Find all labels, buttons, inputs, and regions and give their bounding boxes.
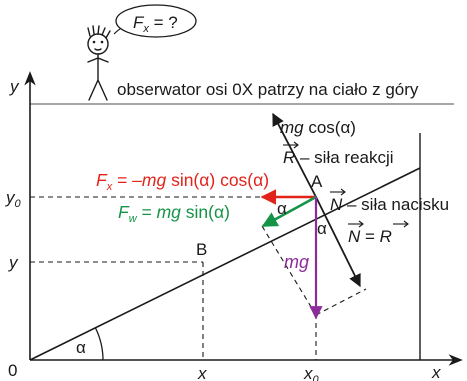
fw-force-arrow: [261, 195, 317, 228]
reaction-label: R – siła reakcji: [283, 141, 394, 167]
base-angle-label: α: [76, 338, 86, 357]
point-b-label: B: [196, 240, 207, 259]
mg-cos-label: mg cos(α): [280, 118, 356, 137]
origin-label: 0: [8, 361, 17, 380]
fx-label: Fx = –mg sin(α) cos(α): [96, 170, 269, 193]
y-axis-label: y: [9, 77, 20, 96]
tick-x0: x0: [303, 364, 320, 381]
observer-head: [87, 33, 109, 55]
angle-at-a-left: α: [277, 199, 287, 218]
base-angle-arc: [94, 327, 104, 361]
bubble-f: F: [133, 13, 145, 32]
point-a-label: A: [311, 172, 323, 191]
observer-caption: obserwator osi 0X patrzy na ciało z góry: [117, 80, 419, 99]
observer-figure: [87, 25, 111, 101]
observer-body: [87, 53, 109, 101]
fw-label: Fw = mg sin(α): [118, 202, 230, 225]
angle-at-a-lower: α: [317, 219, 327, 238]
svg-text:R – siła reakcji: R – siła reakcji: [283, 148, 394, 167]
incline-surface: [29, 167, 421, 361]
x-axis-label: x: [431, 363, 441, 381]
svg-text:N = R: N = R: [348, 227, 392, 246]
n-equals-r-label: N = R: [348, 220, 409, 246]
tick-y0: y0: [5, 188, 22, 210]
normal-force-arrow: [315, 196, 361, 288]
normal-label: N – siła nacisku: [330, 188, 449, 214]
svg-text:Fx = ?: Fx = ?: [133, 13, 178, 35]
tick-y: y: [8, 253, 19, 272]
bubble-sub: x: [142, 23, 149, 35]
svg-text:N – siła nacisku: N – siła nacisku: [330, 195, 449, 214]
reaction-force-arrow: [272, 112, 317, 198]
bubble-rest: = ?: [149, 13, 178, 32]
speech-bubble: Fx = ?: [113, 4, 197, 38]
tick-x: x: [197, 364, 207, 381]
mg-label: mg: [284, 252, 309, 272]
